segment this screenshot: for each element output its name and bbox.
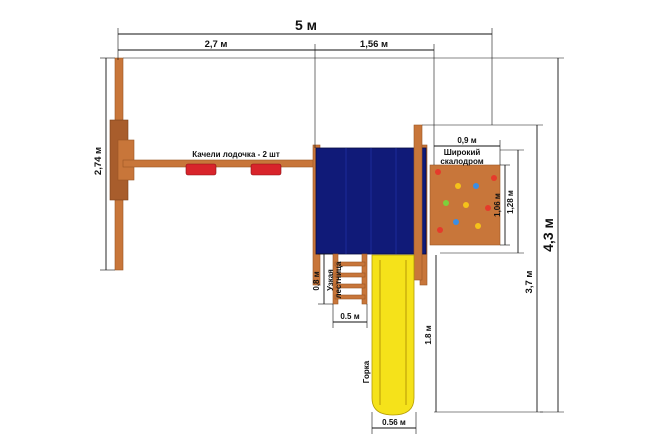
climbing-hold: [455, 183, 461, 189]
label-total-depth: 4,3 м: [540, 218, 556, 252]
label-slide-length: 1.8 м: [424, 325, 433, 344]
label-ladder-width: 0.5 м: [340, 312, 359, 321]
climbing-hold: [443, 200, 449, 206]
label-ladder-length: 0,8 м: [312, 271, 321, 290]
label-total-width: 5 м: [295, 17, 317, 33]
label-swings: Качели лодочка - 2 шт: [192, 150, 280, 159]
label-wall-line1: Широкий: [444, 148, 481, 157]
climbing-hold: [437, 227, 443, 233]
label-ladder-line1: Узкая: [326, 269, 335, 291]
label-wall-outer: 1,28 м: [506, 190, 515, 214]
climbing-hold: [473, 183, 479, 189]
climbing-hold: [463, 202, 469, 208]
slide: [371, 254, 415, 416]
label-right-depth: 3,7 м: [524, 271, 535, 294]
dim-swing-width: 2,74 м: [93, 57, 115, 271]
dim-ladder-length: 0,8 м: [312, 253, 333, 305]
dim-right-depth: 3,7 м: [422, 124, 543, 413]
label-ladder-line2: лестница: [334, 261, 343, 298]
dim-swing-beam: 2,7 м: [118, 39, 316, 148]
climbing-hold: [435, 169, 441, 175]
dim-slide-width: 0.56 м: [371, 412, 417, 434]
ladder: [332, 253, 368, 305]
dim-slide-length: 1.8 м: [424, 255, 437, 412]
label-wall-width: 0,9 м: [457, 136, 476, 145]
tower: [312, 144, 428, 286]
climbing-hold: [453, 219, 459, 225]
label-wall-line2: скалодром: [440, 157, 483, 166]
climbing-hold: [485, 205, 491, 211]
climbing-hold: [475, 223, 481, 229]
dim-total-width: 5 м: [117, 17, 493, 125]
label-swing-beam: 2,7 м: [205, 39, 228, 50]
dim-wall-inner: 1,06 м: [493, 164, 510, 246]
climbing-wall: [413, 124, 501, 281]
swing-seat-1: [185, 163, 217, 176]
label-tower-to-wall: 1,56 м: [360, 39, 388, 50]
label-wall-inner: 1,06 м: [493, 193, 502, 217]
dim-wall-width: 0,9 м Широкий скалодром: [434, 136, 501, 166]
dim-ladder-width: 0.5 м: [332, 304, 368, 328]
dim-wall-outer: 1,28 м: [440, 149, 524, 254]
dim-total-depth: 4,3 м: [123, 57, 564, 413]
label-swing-width: 2,74 м: [93, 147, 104, 175]
dim-tower-to-wall: 1,56 м: [315, 39, 435, 165]
label-slide: Горка: [362, 360, 371, 383]
label-slide-width: 0.56 м: [382, 418, 406, 427]
swing-frame: [109, 57, 135, 271]
swing-beam: [122, 159, 319, 168]
swing-seat-2: [250, 163, 282, 176]
climbing-hold: [491, 175, 497, 181]
swing-seats: [185, 163, 282, 176]
